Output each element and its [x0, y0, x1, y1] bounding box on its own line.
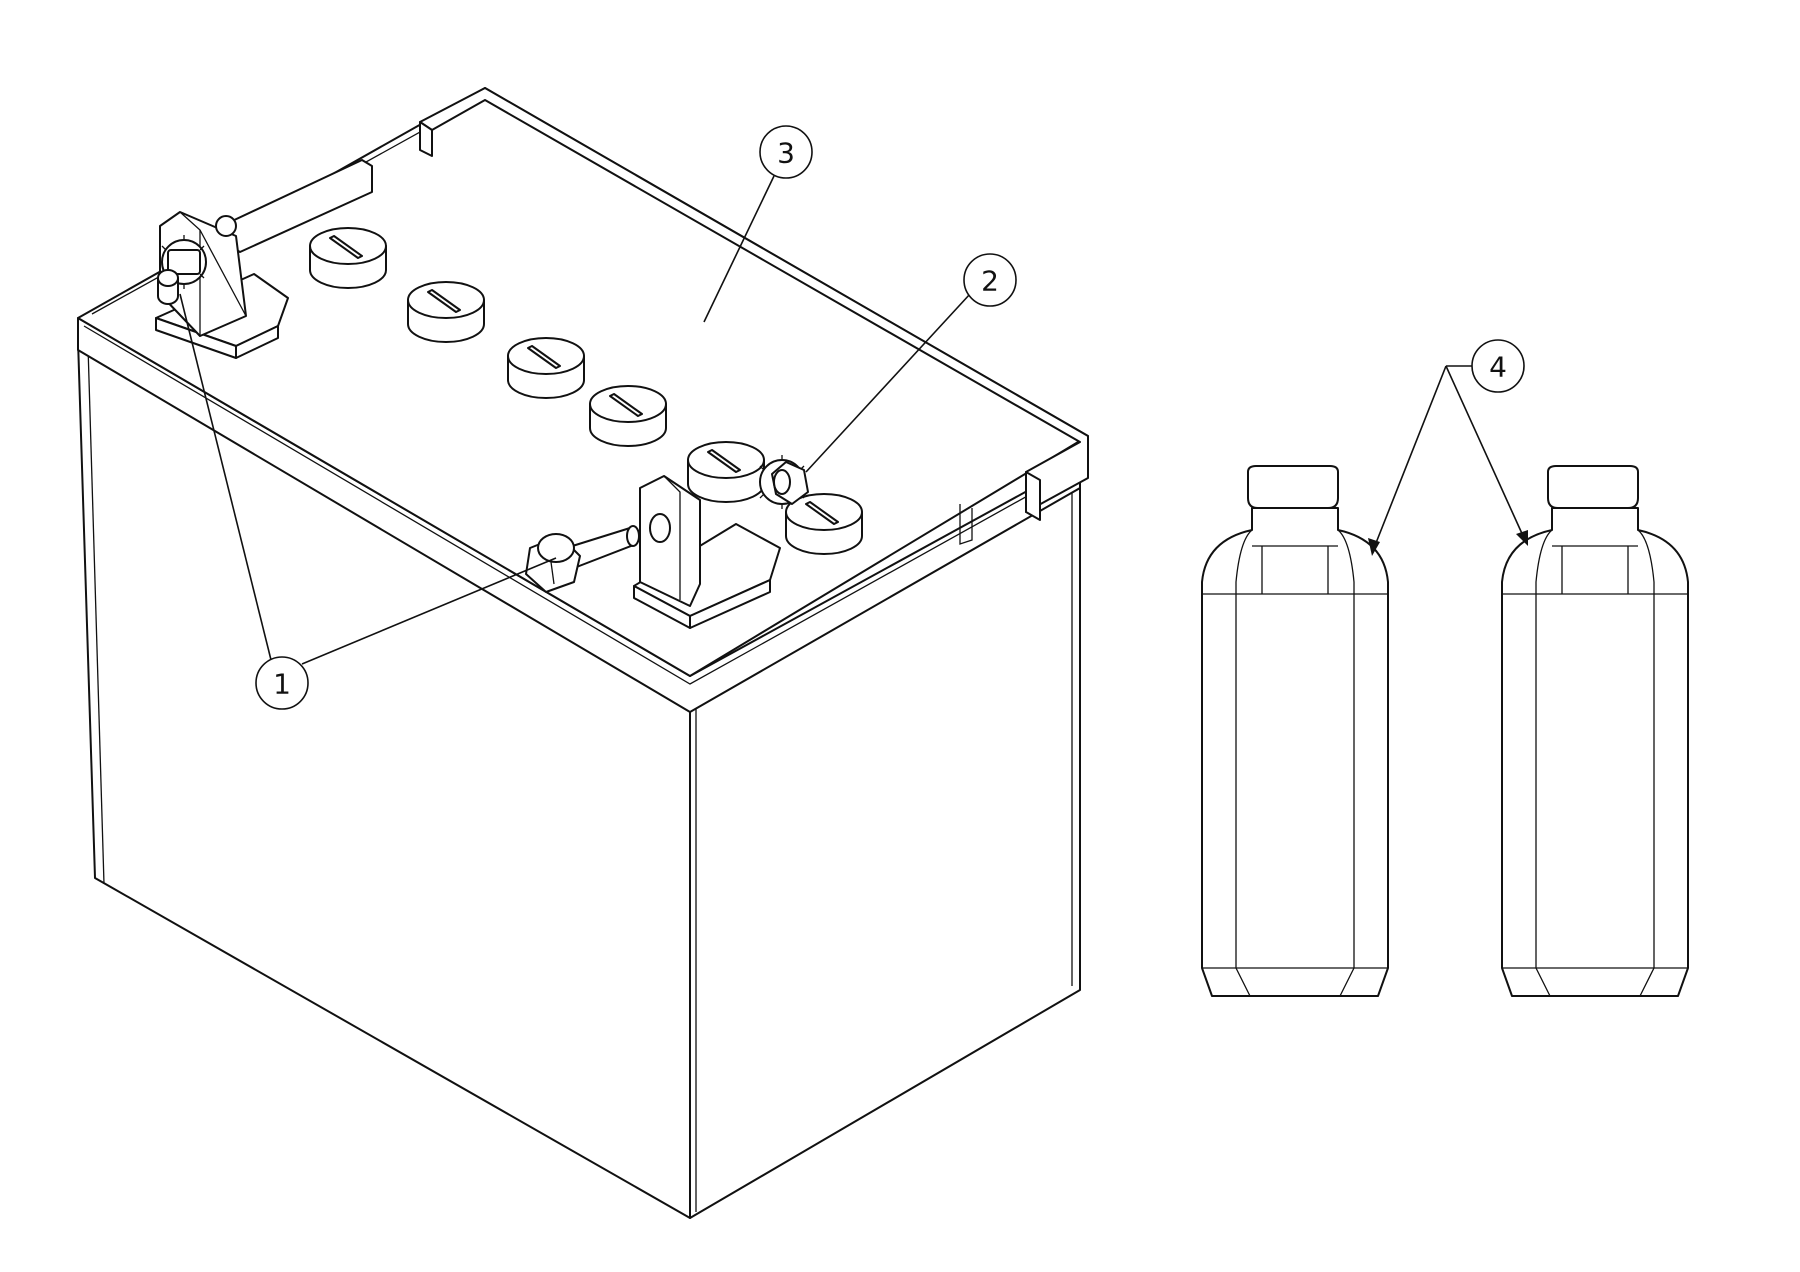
vent-cap	[407, 281, 485, 343]
callout-bubble	[963, 253, 1017, 307]
callout-label-1: 1	[273, 668, 291, 701]
callout-label-4: 4	[1489, 351, 1507, 384]
callout-bubble	[255, 656, 309, 710]
callout-3: 3	[703, 125, 813, 323]
vent-cap	[309, 227, 387, 289]
battery	[77, 87, 1089, 1219]
callout-4: 4	[1368, 339, 1528, 556]
vent-cap	[687, 441, 765, 503]
right-terminal	[633, 455, 809, 629]
bottle-right	[1501, 465, 1689, 997]
callout-1: 1	[179, 293, 557, 710]
arrowhead	[1516, 530, 1528, 546]
vent-cap	[507, 337, 585, 399]
callout-2: 2	[805, 253, 1017, 473]
callout-label-2: 2	[981, 265, 999, 298]
arrowhead	[1368, 538, 1380, 556]
callout-bubble	[1471, 339, 1525, 393]
callout-label-3: 3	[777, 137, 795, 170]
bottle-left	[1201, 465, 1389, 997]
vent-caps	[309, 227, 863, 555]
vent-cap	[785, 493, 863, 555]
callout-bubble	[759, 125, 813, 179]
terminal-bolt	[525, 525, 640, 593]
vent-cap	[589, 385, 667, 447]
